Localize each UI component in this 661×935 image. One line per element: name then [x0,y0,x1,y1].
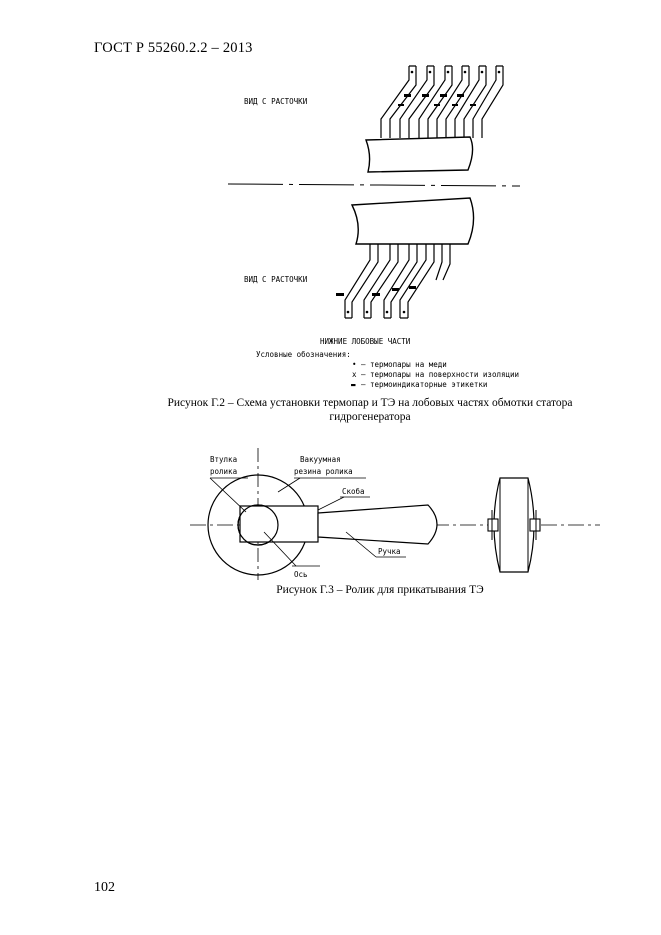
legend-text-insulation: – термопары на поверхности изоляции [361,370,519,379]
lower-thermocouple-marks [336,286,416,314]
leader-lines [209,477,377,567]
legend-symbol-insulation: x [352,370,357,379]
figure-g3-caption: Рисунок Г.3 – Ролик для прикатывания ТЭ [276,584,484,596]
figure-g2-caption-line1: Рисунок Г.2 – Схема установки термопар и… [167,397,573,409]
figure-g2-caption-line2: гидрогенератора [329,411,411,423]
label-view-top: ВИД С РАСТОЧКИ [244,97,307,106]
upper-bar-ends [380,65,504,138]
upper-thermocouple-marks [398,70,501,106]
legend-symbol-labels: ▬ [351,380,356,389]
roller-side-view [487,477,541,573]
label-view-bottom: ВИД С РАСТОЧКИ [244,275,307,284]
legend-title: Условные обозначения: [256,350,351,359]
lower-core-block [350,197,475,245]
figure-g2-diagram: ВИД С РАСТОЧКИ ВИД С РАСТОЧКИ НИЖНИЕ ЛОБ… [227,65,521,389]
label-bracket: Скоба [342,487,365,496]
legend-text-labels: – термоиндикаторные этикетки [361,380,487,389]
lower-title: НИЖНИЕ ЛОБОВЫЕ ЧАСТИ [320,337,410,346]
legend-text-copper: – термопары на меди [361,360,447,369]
figure-g2-caption: Рисунок Г.2 – Схема установки термопар и… [120,396,620,424]
label-axle: Ось [294,570,308,579]
separation-axis [227,183,521,187]
document-header: ГОСТ Р 55260.2.2 – 2013 [94,40,253,56]
label-handle: Ручка [378,547,401,556]
lower-bar-ends [344,244,451,319]
label-hub-line2: ролика [210,467,237,476]
legend-symbol-copper: • [352,360,357,369]
label-underlines [210,477,406,567]
roller-bracket [239,505,319,543]
label-rubber-line1: Вакуумная [300,455,341,464]
figure-g3-diagram: Втулка ролика Вакуумная резина ролика Ск… [190,448,600,580]
label-hub-line1: Втулка [210,455,237,464]
label-rubber-line2: резина ролика [294,467,353,476]
page-number: 102 [94,880,115,895]
upper-core-block [365,136,474,173]
roller-handle [317,504,438,545]
